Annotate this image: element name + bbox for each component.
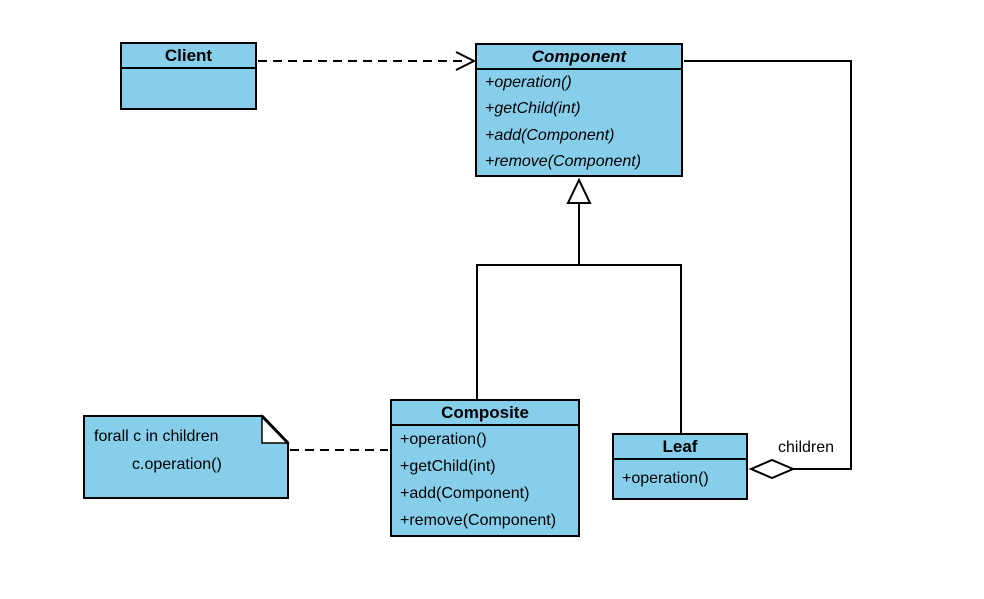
- method-item: +remove(Component): [400, 512, 557, 530]
- note-fold-edge: [260, 414, 290, 445]
- aggregation-line: [684, 60, 852, 470]
- class-client-name: Client: [122, 44, 255, 69]
- class-client: Client: [120, 42, 257, 110]
- method-item: +operation(): [400, 430, 487, 448]
- class-composite-methods: +operation() +getChild(int) +add(Compone…: [392, 426, 578, 535]
- generalization-branches: [476, 264, 682, 433]
- method-item: +add(Component): [400, 485, 530, 503]
- note-line-1: forall c in children: [94, 428, 219, 445]
- method-item: +getChild(int): [400, 457, 496, 475]
- method-item: +getChild(int): [485, 100, 581, 118]
- generalization-triangle-icon: [566, 177, 592, 204]
- method-item: +remove(Component): [485, 152, 642, 170]
- note-shape: [83, 415, 289, 499]
- class-leaf: Leaf +operation(): [612, 433, 748, 500]
- class-composite: Composite +operation() +getChild(int) +a…: [390, 399, 580, 537]
- note-comment: forall c in children c.operation(): [84, 416, 288, 498]
- class-component-name: Component: [477, 45, 681, 70]
- method-item: +add(Component): [485, 126, 615, 144]
- class-leaf-name: Leaf: [614, 435, 746, 460]
- dependency-open-arrowhead-icon: [455, 51, 477, 71]
- method-item: +operation(): [622, 470, 709, 487]
- class-component-methods: +operation() +getChild(int) +add(Compone…: [477, 70, 681, 175]
- class-client-empty-compartment: [122, 69, 255, 108]
- aggregation-diamond-icon: [748, 458, 796, 480]
- class-leaf-methods: +operation(): [614, 460, 746, 498]
- aggregation-role-label: children: [778, 439, 835, 456]
- class-composite-name: Composite: [392, 401, 578, 426]
- class-component: Component +operation() +getChild(int) +a…: [475, 43, 683, 177]
- method-item: +operation(): [485, 74, 572, 92]
- note-line-2: c.operation(): [132, 456, 222, 473]
